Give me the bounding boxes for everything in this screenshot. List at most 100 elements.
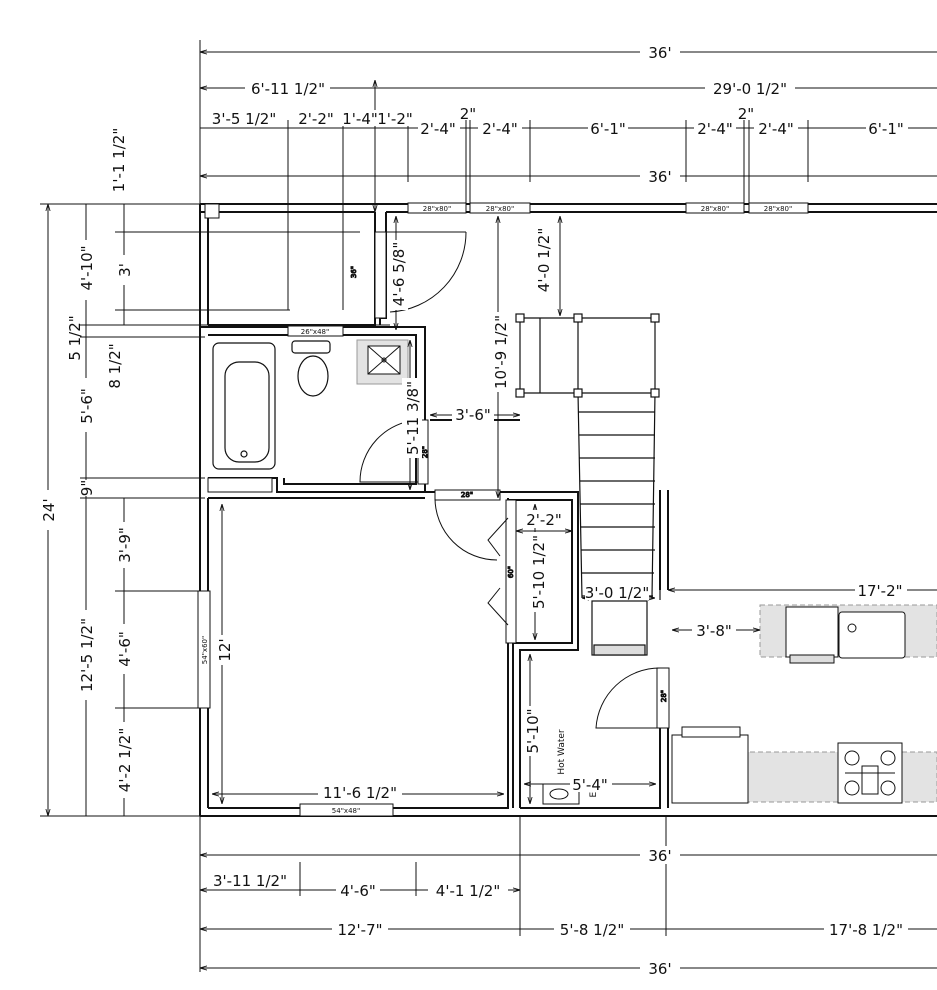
- closet2-depth-dim: 5'-10 1/2": [530, 535, 548, 609]
- bathtub: [212, 342, 276, 470]
- top-row-dim-7: 2'-4": [482, 120, 518, 138]
- top-row-dim-8: 6'-1": [590, 120, 626, 138]
- left-dim-c: 5 1/2": [66, 315, 84, 360]
- bottom-row-dim-3: 4'-1 1/2": [436, 882, 500, 900]
- closet-width-label: 36": [350, 266, 358, 278]
- svg-text:28"x80": 28"x80": [486, 205, 514, 213]
- left-dim-g: 12'-5 1/2": [78, 618, 96, 692]
- kitchen-offset-dim: 3'-8": [696, 622, 732, 640]
- bedroom-height-dim: 12': [216, 638, 234, 661]
- window-bedroom-bottom: 54"x48": [299, 803, 394, 817]
- bottom-row-dim-1: 3'-11 1/2": [213, 872, 287, 890]
- left-dimension-labels: 1'-1 1/2" 24' 4'-10" 3' 5 1/2" 8 1/2" 5'…: [38, 128, 134, 798]
- bathroom-walls: [200, 326, 426, 493]
- svg-text:26"x48": 26"x48": [301, 328, 329, 336]
- top-row-dim-5: 2'-4": [420, 120, 456, 138]
- left-top-gap-dim: 1'-1 1/2": [110, 128, 128, 192]
- bottom-row-dim-2: 4'-6": [340, 882, 376, 900]
- range: [837, 742, 903, 804]
- kitchen-counter-lower: [671, 726, 937, 804]
- svg-text:28"x80": 28"x80": [764, 205, 792, 213]
- top-row-dim-10: 2": [738, 105, 754, 123]
- top-row-dim-9: 2'-4": [697, 120, 733, 138]
- interior-dimension-lines: [212, 216, 937, 804]
- top-row-dim-2: 2'-2": [298, 110, 334, 128]
- stairs: [515, 313, 661, 600]
- door-hall: 28": [434, 489, 501, 561]
- svg-text:28"x80": 28"x80": [423, 205, 451, 213]
- linen-shelf: [204, 203, 273, 493]
- bedroom-walls: [199, 495, 509, 816]
- top-dimension-labels: 36' 6'-11 1/2" 29'-0 1/2" 3'-5 1/2" 2'-2…: [206, 42, 908, 186]
- top-left-segment-dim: 6'-11 1/2": [251, 80, 325, 98]
- kitchen-counter-upper: [759, 604, 937, 664]
- kitchen-span-dim: 17'-2": [857, 582, 902, 600]
- top-row-dim-11: 2'-4": [758, 120, 794, 138]
- svg-text:60": 60": [507, 566, 515, 578]
- sink: [356, 339, 409, 385]
- top-row-dim-3: 1'-4": [342, 110, 378, 128]
- bottom-dimension-labels: 36' 3'-11 1/2" 4'-6" 4'-1 1/2" 12'-7" 5'…: [210, 846, 908, 978]
- stair-run-dim: 10'-9 1/2": [492, 315, 510, 389]
- hallway-walls: [425, 419, 579, 808]
- svg-text:28"x80": 28"x80": [701, 205, 729, 213]
- bedroom-width-dim: 11'-6 1/2": [323, 784, 397, 802]
- exterior-left-wall-upper: [199, 204, 209, 495]
- door-closet-bifold: 60": [487, 499, 517, 644]
- toilet: [291, 340, 331, 397]
- doors: 36" 28" 28" 60" 28": [350, 231, 670, 729]
- top-row-dim-1: 3'-5 1/2": [212, 110, 276, 128]
- hot-water-label: Hot Water: [557, 729, 567, 775]
- top-row-dim-12: 6'-1": [868, 120, 904, 138]
- dryer: [591, 600, 648, 656]
- walls: [199, 203, 937, 817]
- top-row-dim-6: 2": [460, 105, 476, 123]
- stair-width-dim: 3'-0 1/2": [585, 584, 649, 602]
- window-top-2: 28"x80": [469, 202, 531, 214]
- top-overall-dim-1: 36': [648, 44, 671, 62]
- closet2-width-dim: 2'-2": [526, 511, 562, 529]
- bottom-row-dim-5: 5'-8 1/2": [560, 921, 624, 939]
- left-dim-d: 8 1/2": [106, 343, 124, 388]
- window-bedroom-side: 54"x60": [197, 590, 211, 709]
- svg-text:54"x60": 54"x60": [201, 636, 209, 664]
- left-dim-j: 4'-2 1/2": [116, 728, 134, 792]
- left-dim-b: 3': [116, 263, 134, 277]
- bottom-overall-dim-1: 36': [648, 847, 671, 865]
- bottom-row-dim-6: 17'-8 1/2": [829, 921, 903, 939]
- left-dim-i: 4'-6": [116, 631, 134, 667]
- top-row-dim-4: 1'-2": [377, 110, 413, 128]
- left-dim-a: 4'-10": [78, 245, 96, 290]
- door-closet-top: 36": [350, 231, 467, 319]
- left-dim-e: 5'-6": [78, 388, 96, 424]
- storage-box: [208, 212, 387, 326]
- top-overall-dim-2: 36': [648, 168, 671, 186]
- bottom-overall-dim-2: 36': [648, 960, 671, 978]
- svg-text:54"x48": 54"x48": [332, 807, 360, 815]
- window-top-3: 28"x80": [685, 202, 745, 214]
- utility-width-dim: 5'-4": [572, 776, 608, 794]
- bottom-dimension-lines: [199, 816, 937, 972]
- door-utility: 28": [595, 667, 670, 729]
- left-overall-dim: 24': [40, 498, 58, 521]
- bath-hall-dim: 3'-6": [455, 406, 491, 424]
- top-right-segment-dim: 29'-0 1/2": [713, 80, 787, 98]
- closet-depth-dim: 4'-6 5/8": [390, 242, 408, 306]
- left-dim-f: 9": [78, 480, 96, 496]
- svg-text:28": 28": [461, 491, 473, 499]
- utility-walls: [520, 490, 669, 809]
- left-dim-h: 3'-9": [116, 527, 134, 563]
- exterior-top-wall: [200, 203, 937, 213]
- bath-height-dim: 5'-11 3/8": [404, 381, 422, 455]
- svg-text:28": 28": [421, 446, 429, 458]
- windows: 28"x80" 28"x80" 28"x80" 28"x80" 26"x48" …: [197, 202, 809, 817]
- interior-dimension-labels: 4'-6 5/8" 4'-0 1/2" 10'-9 1/2" 3'-6" 5'-…: [214, 228, 907, 802]
- utility-height-dim: 5'-10": [524, 708, 542, 753]
- stair-gap-dim: 4'-0 1/2": [535, 228, 553, 292]
- svg-text:28": 28": [660, 690, 668, 702]
- window-top-1: 28"x80": [407, 202, 467, 214]
- window-top-4: 28"x80": [748, 202, 809, 214]
- bottom-row-dim-4: 12'-7": [337, 921, 382, 939]
- window-bath: 26"x48": [287, 325, 344, 337]
